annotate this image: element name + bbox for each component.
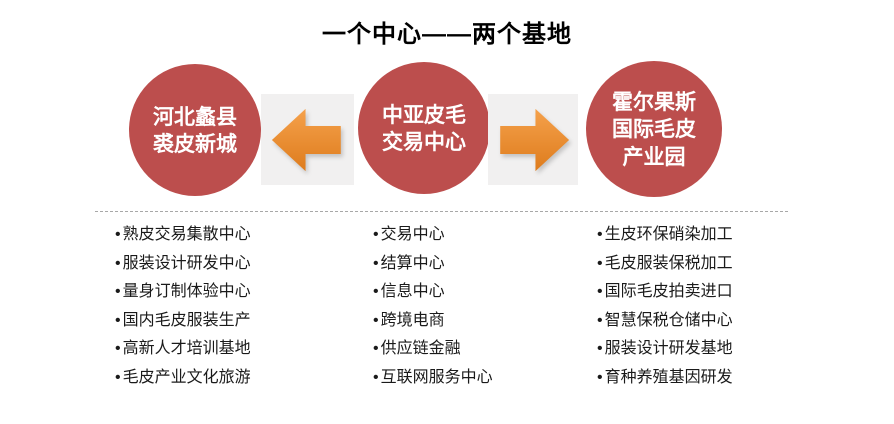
bullet-icon: • (597, 226, 603, 243)
bullet-icon: • (597, 311, 603, 329)
list-item: •结算中心 (373, 255, 593, 273)
bullet-icon: • (373, 368, 379, 386)
list-item-text: 量身订制体验中心 (122, 283, 251, 300)
list-left-base: •熟皮交易集散中心 •服装设计研发中心 •量身订制体验中心 •国内毛皮服装生产 … (115, 226, 335, 397)
list-item: •信息中心 (373, 283, 593, 301)
list-item-text: 毛皮产业文化旅游 (122, 368, 251, 386)
node-label-line: 国际毛皮 (612, 116, 696, 142)
list-item-text: 国际毛皮拍卖进口 (604, 283, 733, 300)
list-item: •生皮环保硝染加工 (597, 226, 817, 244)
diagram-title: 一个中心——两个基地 (322, 21, 572, 48)
node-label: 中亚皮毛 交易中心 (382, 101, 466, 156)
list-item: •服装设计研发基地 (597, 340, 817, 358)
list-item: •互联网服务中心 (373, 369, 593, 387)
list-item-text: 育种养殖基因研发 (604, 368, 733, 386)
node-label: 霍尔果斯 国际毛皮 产业园 (612, 88, 696, 170)
node-label-line: 中亚皮毛 (382, 101, 466, 127)
bullet-icon: • (373, 283, 379, 300)
bullet-icon: • (597, 340, 603, 357)
list-item-text: 服装设计研发中心 (122, 254, 251, 272)
list-item-text: 毛皮服装保税加工 (604, 254, 733, 272)
list-item: •跨境电商 (373, 312, 593, 330)
bullet-icon: • (115, 226, 121, 243)
list-item: •毛皮服装保税加工 (597, 255, 817, 273)
list-right-base: •生皮环保硝染加工 •毛皮服装保税加工 •国际毛皮拍卖进口 •智慧保税仓储中心 … (597, 226, 817, 397)
list-item-text: 熟皮交易集散中心 (122, 226, 251, 243)
node-label-line: 产业园 (622, 143, 686, 169)
list-item: •供应链金融 (373, 340, 593, 358)
list-item: •育种养殖基因研发 (597, 369, 817, 387)
list-item-text: 供应链金融 (380, 340, 461, 357)
list-item-text: 结算中心 (380, 254, 445, 272)
list-item-text: 国内毛皮服装生产 (122, 311, 251, 329)
bullet-icon: • (115, 311, 121, 329)
node-khorgos-industrial-park: 霍尔果斯 国际毛皮 产业园 (586, 61, 722, 197)
list-item-text: 智慧保税仓储中心 (604, 311, 733, 329)
list-item: •高新人才培训基地 (115, 340, 335, 358)
arrow-right-icon (500, 108, 570, 171)
list-item-text: 服装设计研发基地 (604, 340, 733, 357)
bullet-icon: • (115, 254, 121, 272)
list-item: •毛皮产业文化旅游 (115, 369, 335, 387)
list-item: •国内毛皮服装生产 (115, 312, 335, 330)
node-hebei-lixian: 河北蠡县 裘皮新城 (129, 64, 261, 196)
arrow-left-tile (261, 94, 354, 185)
list-item: •智慧保税仓储中心 (597, 312, 817, 330)
list-center: •交易中心 •结算中心 •信息中心 •跨境电商 •供应链金融 •互联网服务中心 (373, 226, 593, 397)
list-item-text: 互联网服务中心 (380, 368, 493, 386)
node-central-asia-fur-center: 中亚皮毛 交易中心 (358, 62, 490, 194)
arrow-right-tile (488, 94, 578, 185)
list-item-text: 生皮环保硝染加工 (604, 226, 733, 243)
node-label-line: 交易中心 (382, 129, 466, 154)
list-item: •熟皮交易集散中心 (115, 226, 335, 244)
bullet-icon: • (373, 254, 379, 272)
bullet-icon: • (373, 226, 379, 243)
bullet-icon: • (597, 254, 603, 272)
list-item: •交易中心 (373, 226, 593, 244)
bullet-icon: • (115, 283, 121, 300)
arrow-left-icon (271, 108, 341, 171)
bullet-icon: • (115, 368, 121, 386)
node-label-line: 河北蠡县 (153, 103, 237, 129)
node-label-line: 裘皮新城 (153, 131, 237, 156)
bullet-icon: • (597, 283, 603, 300)
list-item: •量身订制体验中心 (115, 283, 335, 301)
bullet-icon: • (597, 368, 603, 386)
list-item: •服装设计研发中心 (115, 255, 335, 273)
list-item-text: 交易中心 (380, 226, 445, 243)
list-item-text: 高新人才培训基地 (122, 340, 251, 357)
node-label: 河北蠡县 裘皮新城 (153, 103, 237, 158)
list-item-text: 信息中心 (380, 283, 445, 300)
node-label-line: 霍尔果斯 (612, 89, 696, 115)
divider-dashed-line (95, 211, 788, 212)
bullet-icon: • (373, 340, 379, 357)
bullet-icon: • (115, 340, 121, 357)
list-item: •国际毛皮拍卖进口 (597, 283, 817, 301)
bullet-icon: • (373, 311, 379, 329)
list-item-text: 跨境电商 (380, 311, 445, 329)
